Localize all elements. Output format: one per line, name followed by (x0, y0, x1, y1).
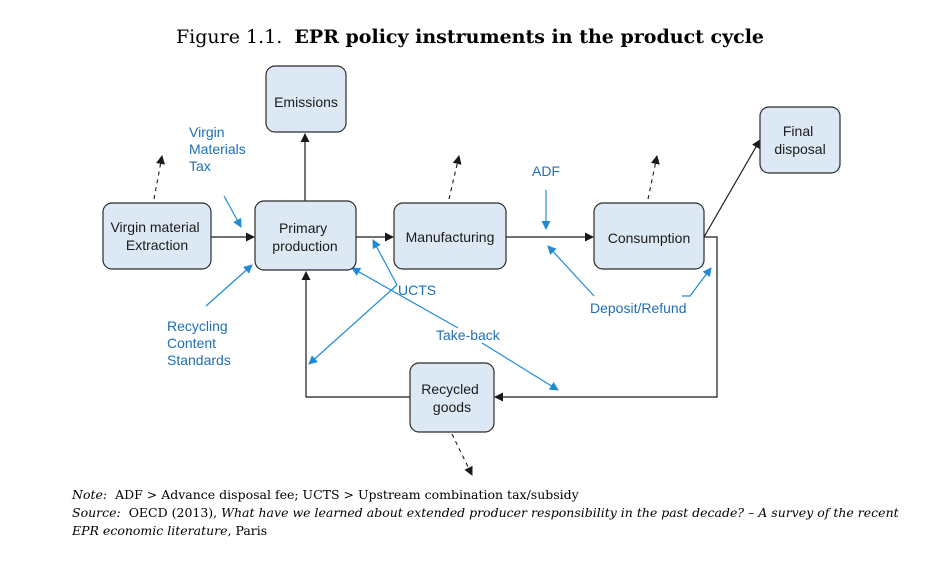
label-consumption: Consumption (608, 230, 691, 246)
box-consumption (593, 202, 705, 270)
figure-notes: Note: ADF > Advance disposal fee; UCTS >… (72, 486, 912, 540)
source-post: , Paris (227, 523, 268, 538)
arrow-deposit-to-consumption (682, 267, 712, 297)
dashed-out-consumption (647, 155, 660, 200)
flow-consumption-to-recycled-goods (494, 236, 718, 402)
box-emissions (265, 65, 347, 133)
label-adf: ADF (532, 163, 560, 179)
box-manufacturing (393, 202, 507, 270)
dashed-out-extraction (153, 155, 165, 200)
source-line: Source: OECD (2013), What have we learne… (72, 504, 912, 540)
arrow-deposit-to-manufacturing-flow (547, 245, 595, 297)
label-recycling-content-standards: Recycling Content Standards (167, 318, 232, 368)
figure-number: Figure 1.1. (175, 26, 283, 48)
dashed-out-manufacturing (448, 155, 462, 200)
note-line: Note: ADF > Advance disposal fee; UCTS >… (72, 486, 912, 504)
box-virgin-extraction (102, 202, 212, 270)
arrow-take-back-to-recycled (481, 342, 559, 391)
figure-name: EPR policy instruments in the product cy… (294, 26, 765, 48)
flow-recycled-goods-to-production (301, 271, 410, 398)
label-deposit-refund: Deposit/Refund (590, 300, 687, 316)
arrow-ucts-to-manufacturing (372, 239, 398, 286)
label-ucts: UCTS (398, 282, 436, 298)
label-virgin-extraction: Virgin material Extraction (110, 219, 203, 253)
source-label: Source: (72, 505, 121, 520)
flow-consumption-to-final-disposal (703, 139, 761, 238)
note-label: Note: (72, 487, 108, 502)
label-virgin-materials-tax: Virgin Materials Tax (189, 124, 250, 174)
label-emissions: Emissions (274, 94, 338, 110)
box-final-disposal (759, 106, 841, 174)
label-primary-production: Primary production (272, 220, 337, 254)
label-take-back: Take-back (436, 327, 501, 343)
label-final-disposal: Final disposal (774, 123, 825, 157)
note-text: ADF > Advance disposal fee; UCTS > Upstr… (115, 487, 579, 502)
arrow-recycling-standards (205, 264, 253, 307)
box-recycled-goods (409, 362, 495, 433)
source-pre: OECD (2013), (128, 505, 218, 520)
dashed-out-recycled-goods (451, 433, 473, 476)
arrow-ucts-to-recycling-loop (308, 284, 398, 365)
source-title: What have we learned about extended prod… (72, 505, 899, 538)
arrow-virgin-materials-tax (223, 195, 242, 228)
box-primary-production (254, 200, 357, 271)
product-cycle-diagram: Emissions Virgin material Extraction Pri… (102, 65, 841, 476)
arrow-take-back-to-production (351, 267, 459, 329)
label-recycled-goods: Recycled goods (421, 381, 482, 415)
label-manufacturing: Manufacturing (406, 229, 495, 245)
figure-title: Figure 1.1. EPR policy instruments in th… (0, 26, 940, 48)
